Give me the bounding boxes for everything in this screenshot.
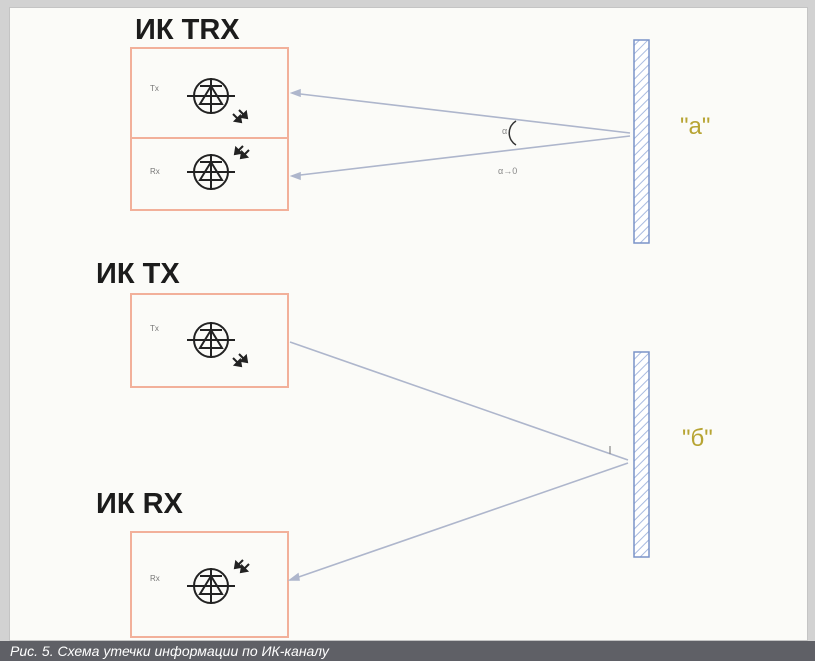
figure-frame [9,7,808,641]
tx-transmitter-icon [186,321,249,368]
tx-box [130,293,289,388]
caption-bar: Рис. 5. Схема утечки информации по ИК-ка… [0,641,815,661]
angle-label: α [502,126,508,136]
tx-title: ИК TX [96,258,180,290]
mirror-b-label: "б" [682,425,713,452]
mirror-b [633,351,650,558]
trx-beams [289,88,631,181]
trx-tx-label: Tx [150,84,159,93]
angle-note: α→0 [498,166,518,176]
figure-caption: Рис. 5. Схема утечки информации по ИК-ка… [10,643,329,659]
tx-tx-label: Tx [150,324,159,333]
rx-receiver-icon [186,559,250,605]
rx-box [130,531,289,638]
rx-title: ИК RX [96,488,183,520]
trx-box [130,47,289,211]
mirror-a [633,39,650,244]
tx-rx-beams [287,341,629,581]
trx-rx-label: Rx [150,167,160,176]
trx-receiver-icon [186,145,250,191]
rx-rx-label: Rx [150,574,160,583]
mirror-a-label: "а" [680,113,711,140]
trx-transmitter-icon [186,77,249,124]
trx-title: ИК TRX [135,14,240,46]
